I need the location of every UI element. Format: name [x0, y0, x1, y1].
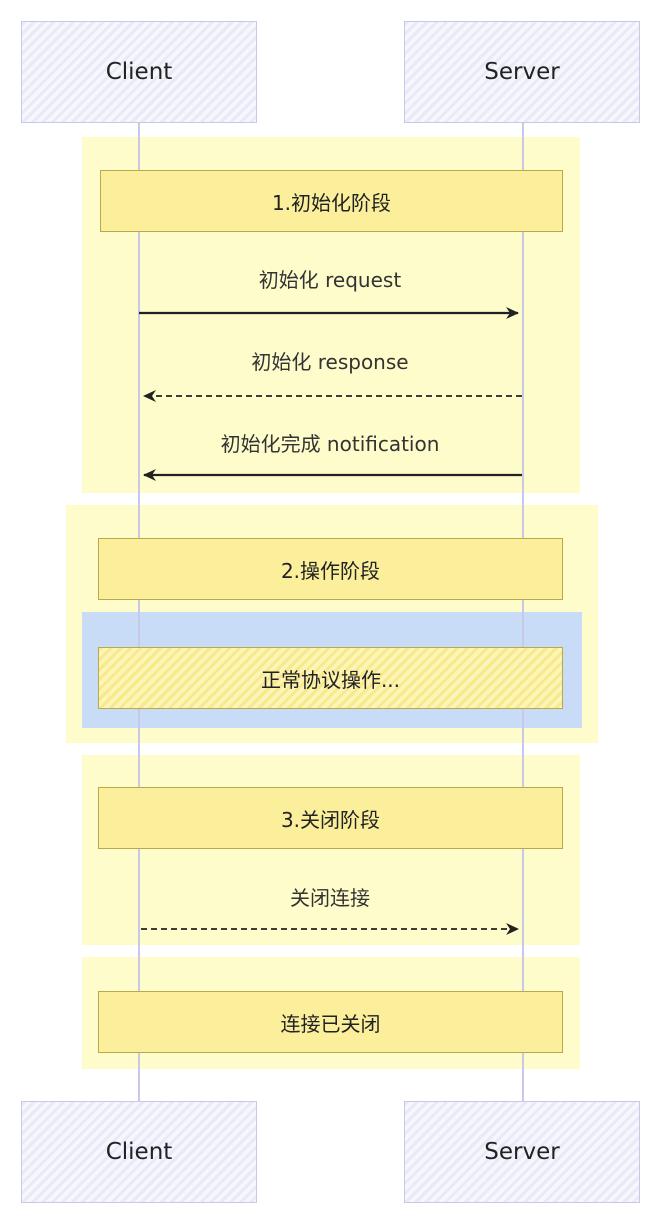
- phase3-note: 3.关闭阶段: [98, 787, 563, 849]
- msg-init-request-label: 初始化 request: [258, 268, 402, 292]
- server-lifeline: [522, 122, 524, 1102]
- msg-close-label: 关闭连接: [290, 886, 370, 910]
- server-label: Server: [484, 59, 560, 85]
- msg-init-notification-label: 初始化完成 notification: [220, 432, 440, 456]
- operation-note: 正常协议操作...: [98, 647, 563, 709]
- server-participant-top: Server: [404, 21, 640, 123]
- client-lifeline: [138, 122, 140, 1102]
- client-label-bottom: Client: [105, 1139, 173, 1165]
- closed-text: 连接已关闭: [280, 1011, 381, 1036]
- server-participant-bottom: Server: [404, 1101, 640, 1203]
- phase1-note: 1.初始化阶段: [100, 170, 563, 232]
- msg-init-response-label: 初始化 response: [251, 350, 409, 374]
- phase3-region: [82, 755, 580, 945]
- phase2-note: 2.操作阶段: [98, 538, 563, 600]
- phase2-title: 2.操作阶段: [280, 558, 381, 583]
- client-label: Client: [105, 59, 173, 85]
- phase3-title: 3.关闭阶段: [280, 807, 381, 832]
- server-label-bottom: Server: [484, 1139, 560, 1165]
- closed-note: 连接已关闭: [98, 991, 563, 1053]
- operation-text: 正常协议操作...: [260, 667, 401, 692]
- phase1-title: 1.初始化阶段: [271, 190, 392, 215]
- client-participant-top: Client: [21, 21, 257, 123]
- client-participant-bottom: Client: [21, 1101, 257, 1203]
